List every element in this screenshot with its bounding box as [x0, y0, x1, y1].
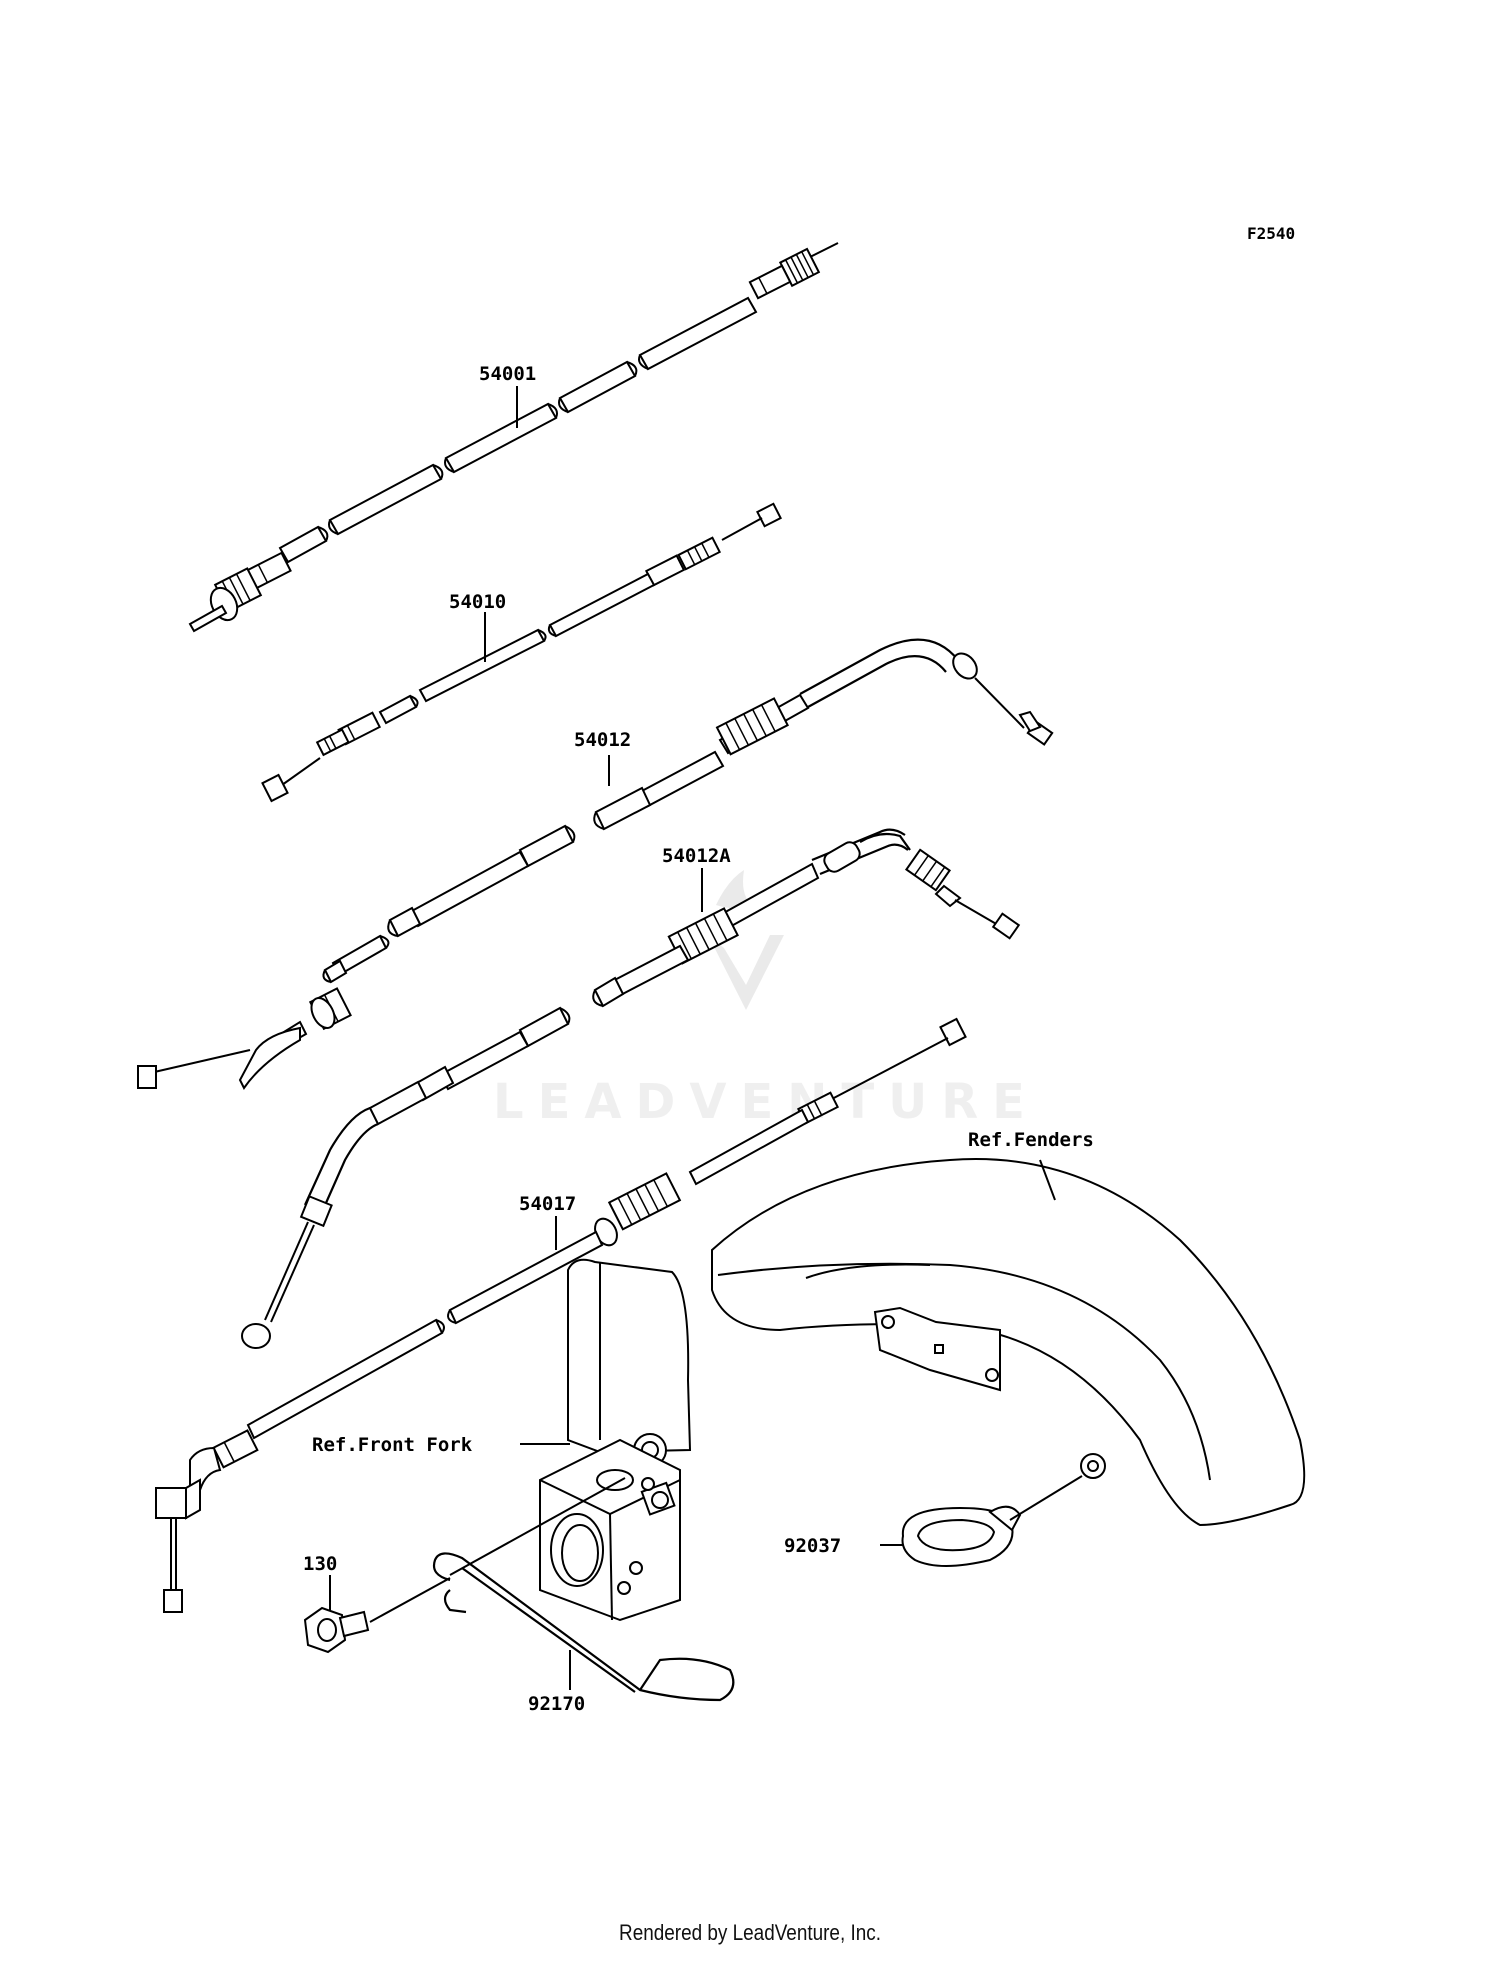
ref-label-fenders[interactable]: Ref.Fenders — [968, 1129, 1094, 1151]
throttle-cable-54012[interactable] — [138, 640, 1052, 1088]
part-label-54010[interactable]: 54010 — [449, 591, 506, 613]
part-label-54017[interactable]: 54017 — [519, 1193, 576, 1215]
part-label-92037[interactable]: 92037 — [784, 1535, 841, 1557]
throttle-cable-54012A[interactable] — [242, 830, 1019, 1348]
bolt-130[interactable] — [305, 1575, 450, 1652]
grommet-92037[interactable] — [880, 1476, 1082, 1566]
clamp-92170[interactable] — [434, 1553, 733, 1700]
footer-credit: Rendered by LeadVenture, Inc. — [619, 1920, 881, 1945]
ref-label-front-fork[interactable]: Ref.Front Fork — [312, 1434, 473, 1456]
choke-cable-54017[interactable] — [156, 1019, 966, 1612]
part-label-54012A[interactable]: 54012A — [662, 845, 731, 867]
diagram-id: F2540 — [1247, 224, 1295, 243]
part-label-92170[interactable]: 92170 — [528, 1693, 585, 1715]
speedometer-cable-54001[interactable] — [190, 243, 838, 631]
clutch-cable-54010[interactable] — [262, 504, 780, 801]
watermark: LEADVENTURE — [493, 870, 1039, 1130]
part-label-54012[interactable]: 54012 — [574, 729, 631, 751]
front-fender-ref[interactable] — [712, 1159, 1304, 1525]
front-fork-ref[interactable] — [450, 1260, 690, 1620]
part-label-130[interactable]: 130 — [303, 1553, 337, 1575]
part-label-54001[interactable]: 54001 — [479, 363, 536, 385]
watermark-text: LEADVENTURE — [493, 1074, 1039, 1130]
